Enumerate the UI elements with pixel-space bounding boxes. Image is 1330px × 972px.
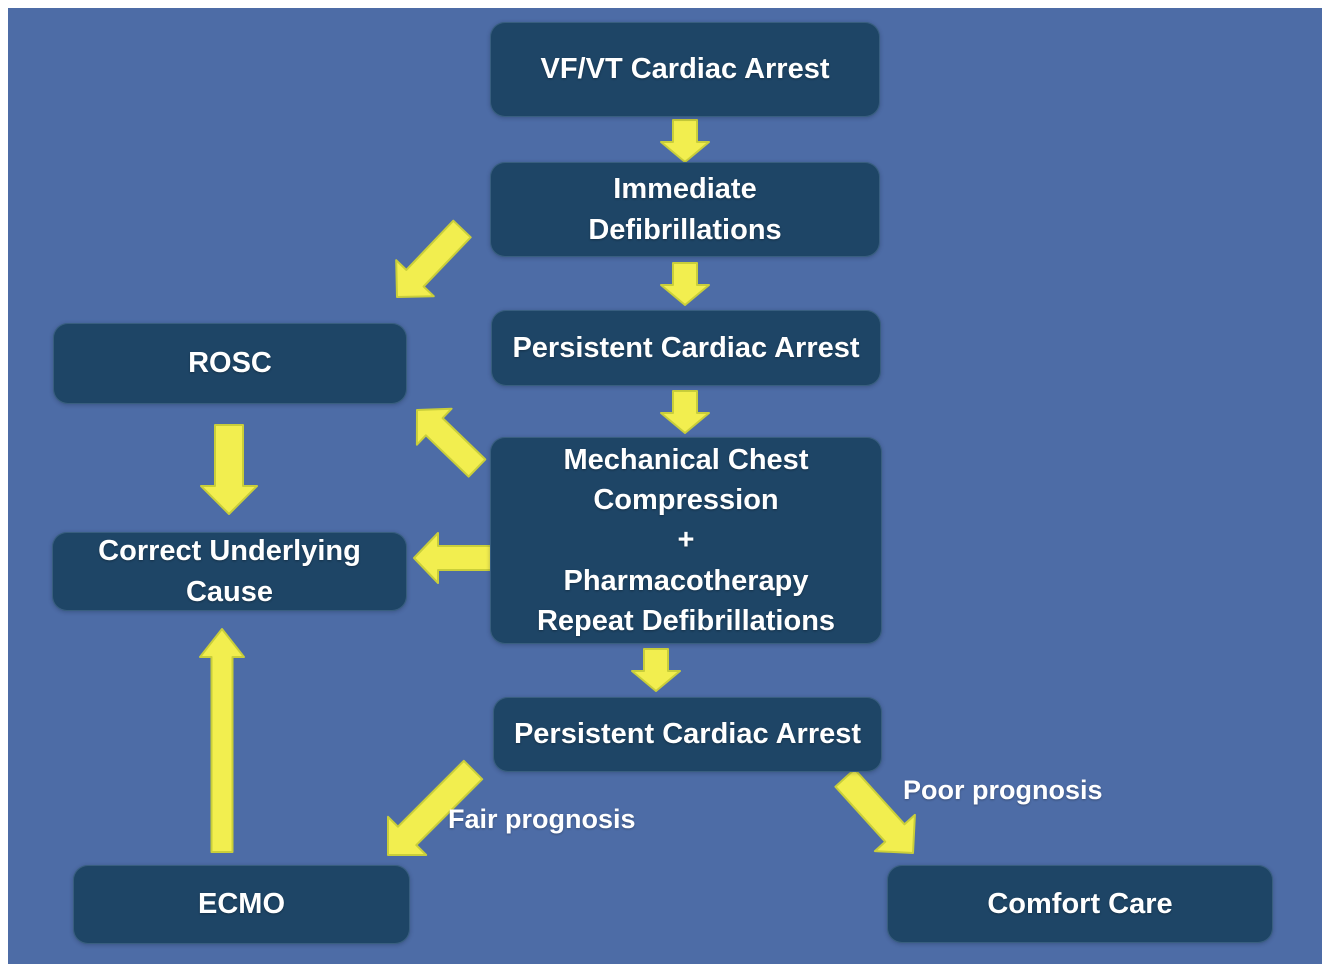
node-mechanical-chest-compression: Mechanical Chest Compression + Pharmacot… [490,437,882,644]
node-persistent-cardiac-arrest-1: Persistent Cardiac Arrest [491,310,881,386]
node-correct-underlying-cause-label: Correct Underlying Cause [98,535,361,608]
edge-label-fair-prognosis: Fair prognosis [448,804,636,834]
edge-label-poor-prognosis: Poor prognosis [903,775,1103,805]
node-comfort-care-label: Comfort Care [987,887,1173,920]
node-vfvt-cardiac-arrest-label: VF/VT Cardiac Arrest [540,53,830,86]
node-immediate-defibrillations: Immediate Defibrillations [490,162,880,257]
node-comfort-care: Comfort Care [887,865,1273,943]
node-vfvt-cardiac-arrest: VF/VT Cardiac Arrest [490,22,880,117]
node-persistent-cardiac-arrest-1-label: Persistent Cardiac Arrest [512,331,860,364]
node-correct-underlying-cause: Correct Underlying Cause [52,532,407,611]
node-ecmo: ECMO [73,865,410,944]
node-immediate-defibrillations-label: Immediate Defibrillations [588,173,782,246]
node-rosc-label: ROSC [188,347,272,380]
node-rosc: ROSC [53,323,407,404]
node-mechanical-chest-compression-label: Mechanical Chest Compression + Pharmacot… [536,444,836,637]
node-ecmo-label: ECMO [198,888,285,921]
node-persistent-cardiac-arrest-2-label: Persistent Cardiac Arrest [513,718,862,751]
node-persistent-cardiac-arrest-2: Persistent Cardiac Arrest [493,697,882,772]
